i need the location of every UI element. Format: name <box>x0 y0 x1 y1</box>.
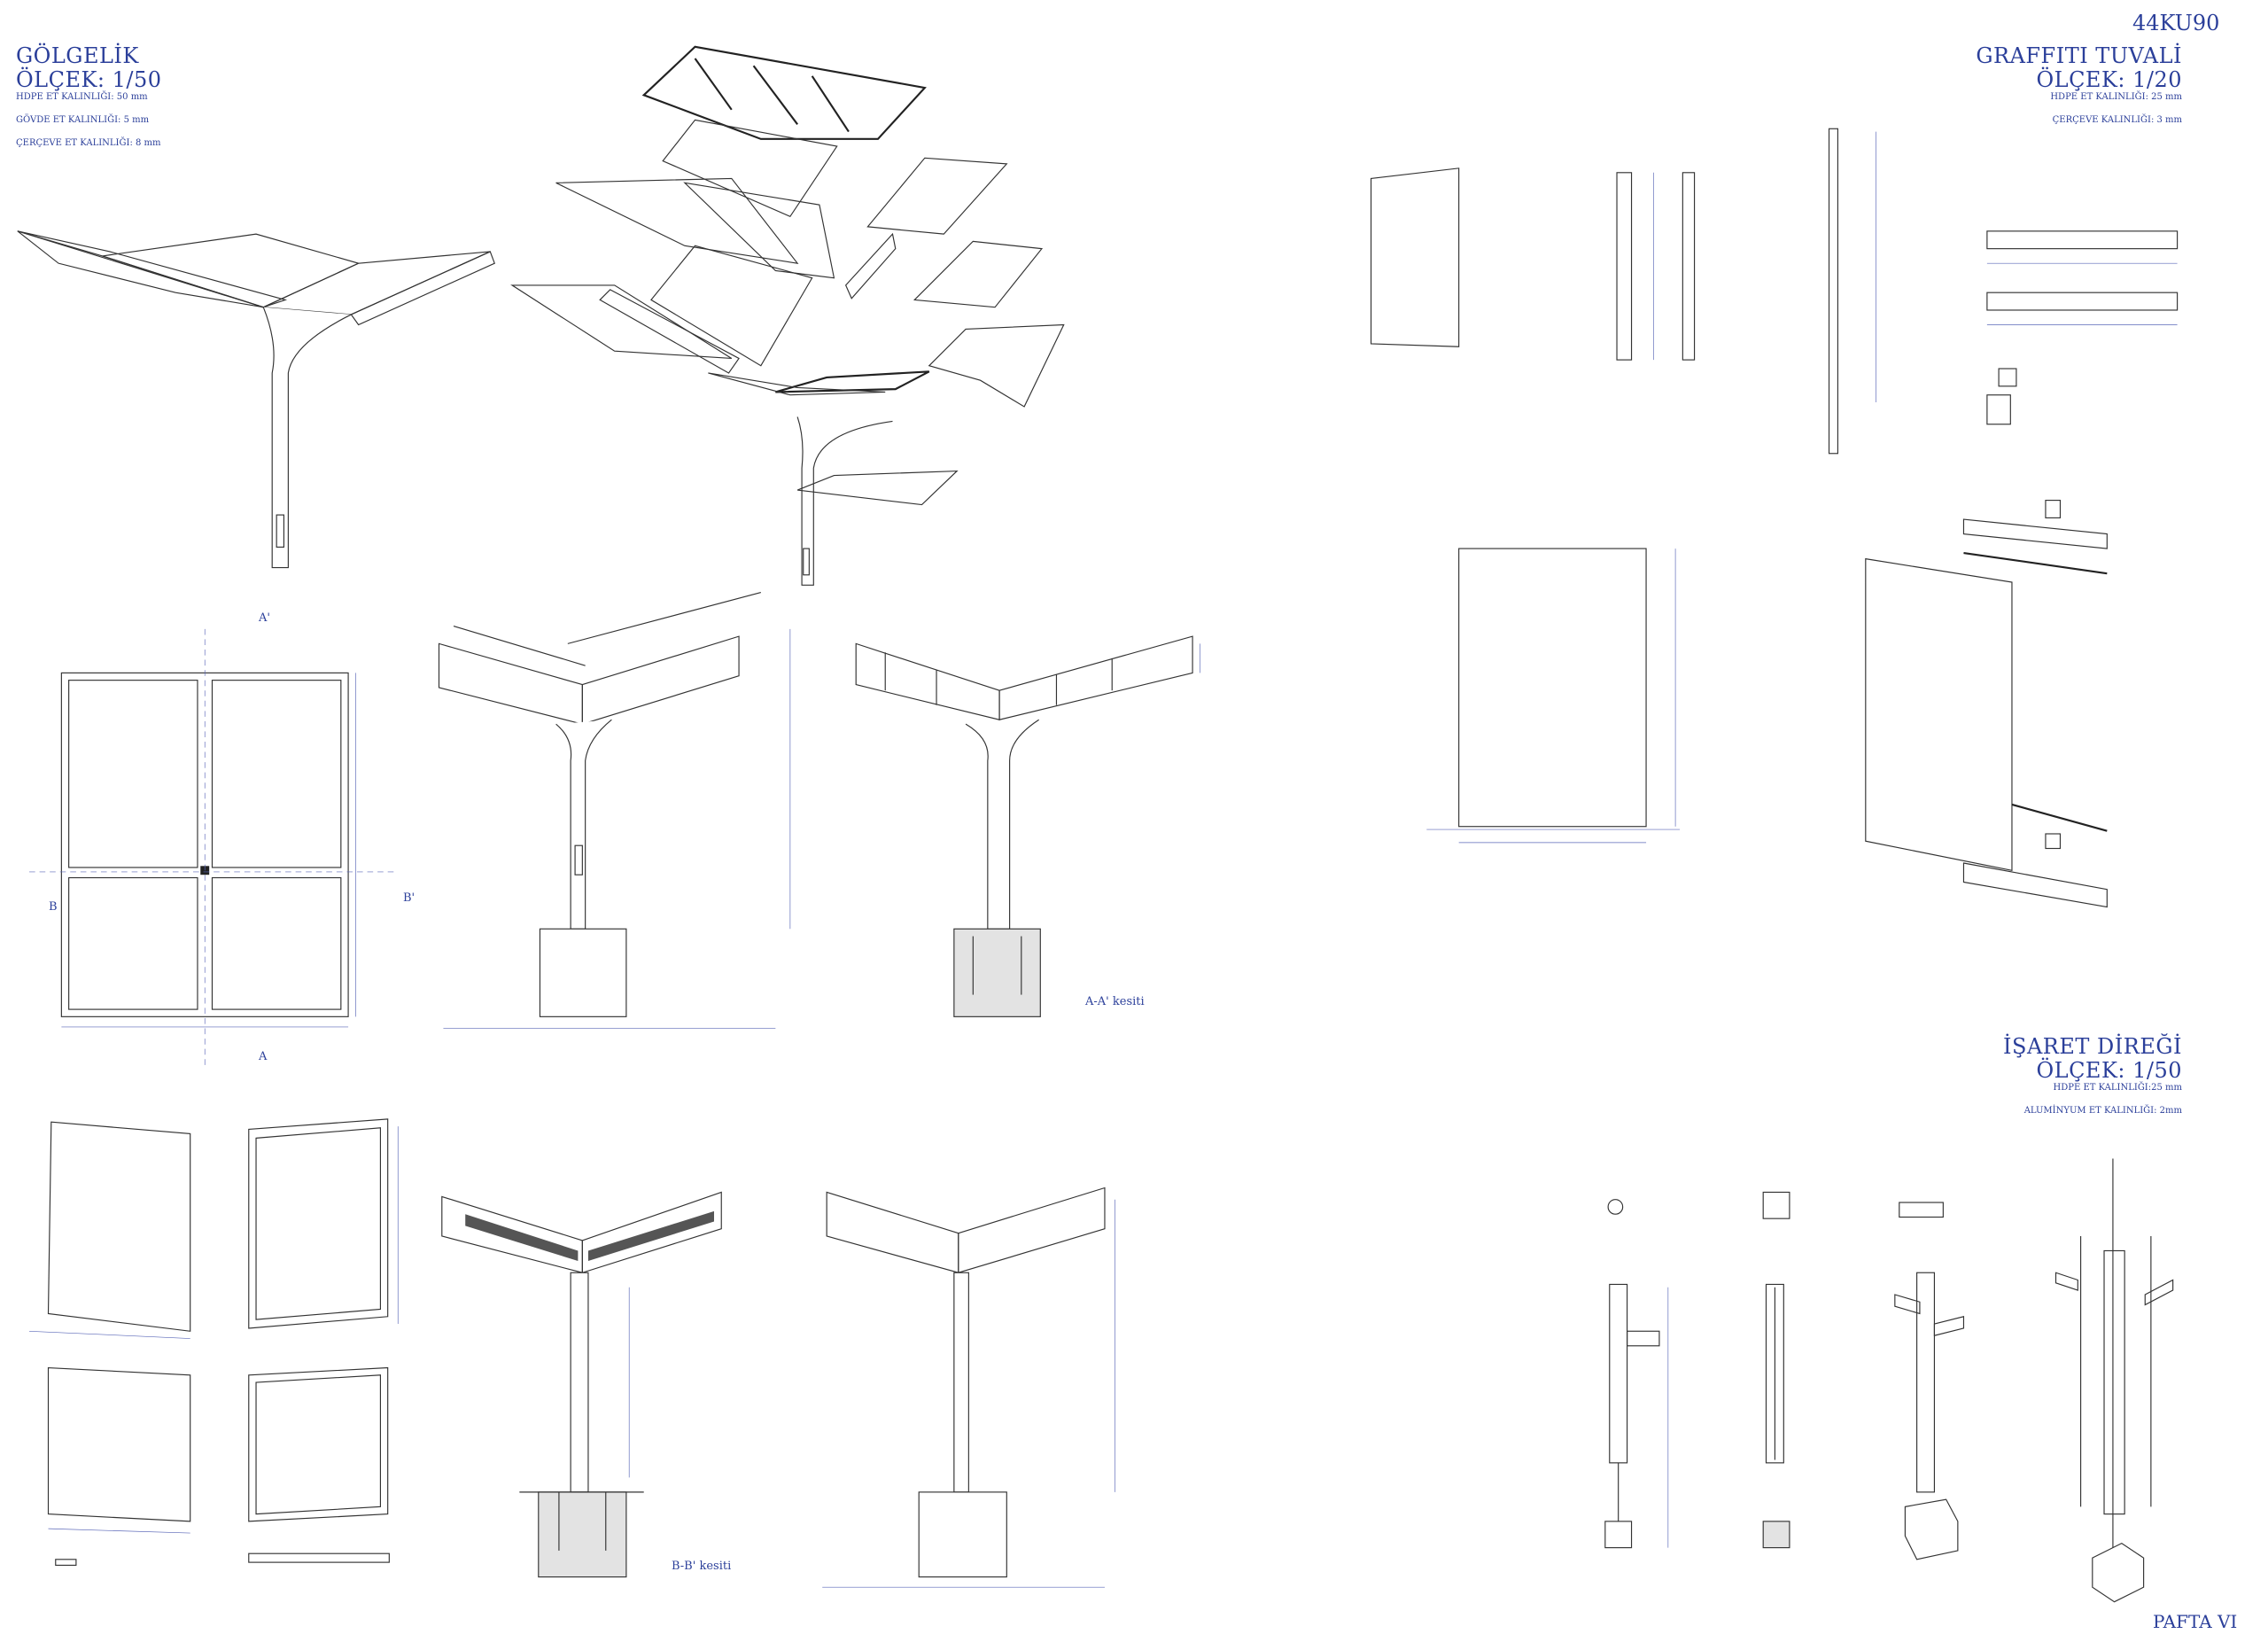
shade-scale: ÖLÇEK: 1/50 <box>16 67 162 92</box>
graffiti-note: ÇERÇEVE KALINLIĞI: 3 mm <box>2052 115 2182 125</box>
sheet-number: PAFTA VI <box>2153 1611 2238 1632</box>
graffiti-title-block: GRAFFITI TUVALİ ÖLÇEK: 1/20 HDPE ET KALI… <box>1976 44 2182 126</box>
shade-panel-details <box>29 1118 399 1566</box>
section-bb <box>441 1191 722 1578</box>
graffiti-scale: ÖLÇEK: 1/20 <box>2036 67 2182 92</box>
shade-exploded <box>510 45 1065 586</box>
graffiti-note: HDPE ET KALINLIĞI: 25 mm <box>2050 92 2182 102</box>
signpost-note: HDPE ET KALINLIĞI:25 mm <box>2053 1083 2183 1093</box>
shade-note: GÖVDE ET KALINLIĞI: 5 mm <box>16 115 150 125</box>
section-mark-a-bottom: A <box>259 1050 268 1063</box>
shade-note: ÇERÇEVE ET KALINLIĞI: 8 mm <box>16 138 161 148</box>
signpost-scale: ÖLÇEK: 1/50 <box>2036 1058 2182 1083</box>
signpost-title: İŞARET DİREĞİ <box>2003 1034 2182 1059</box>
signpost-note: ALUMİNYUM ET KALINLIĞI: 2mm <box>2023 1106 2182 1116</box>
section-bb-label: B-B' kesiti <box>672 1560 732 1573</box>
graffiti-title: GRAFFITI TUVALİ <box>1976 43 2182 68</box>
shade-title-block: GÖLGELİK ÖLÇEK: 1/50 HDPE ET KALINLIĞI: … <box>16 44 162 149</box>
shade-note: HDPE ET KALINLIĞI: 50 mm <box>16 92 148 102</box>
section-aa-label: A-A' kesiti <box>1085 995 1145 1008</box>
project-code: 44KU90 <box>2132 11 2220 35</box>
section-mark-a-top: A' <box>259 611 270 625</box>
section-aa <box>855 635 1200 1017</box>
shade-plan <box>29 628 395 1065</box>
shade-title: GÖLGELİK <box>16 43 139 68</box>
shade-elevation <box>438 592 791 1029</box>
signpost-drawings <box>1604 1158 2174 1603</box>
section-mark-b-right: B' <box>403 891 416 905</box>
shade-perspective <box>17 230 495 569</box>
shade-elevation-2 <box>822 1187 1115 1588</box>
signpost-title-block: İŞARET DİREĞİ ÖLÇEK: 1/50 HDPE ET KALINL… <box>2003 1035 2182 1117</box>
section-mark-b-left: B <box>49 900 58 914</box>
graffiti-drawings <box>1370 128 2179 908</box>
